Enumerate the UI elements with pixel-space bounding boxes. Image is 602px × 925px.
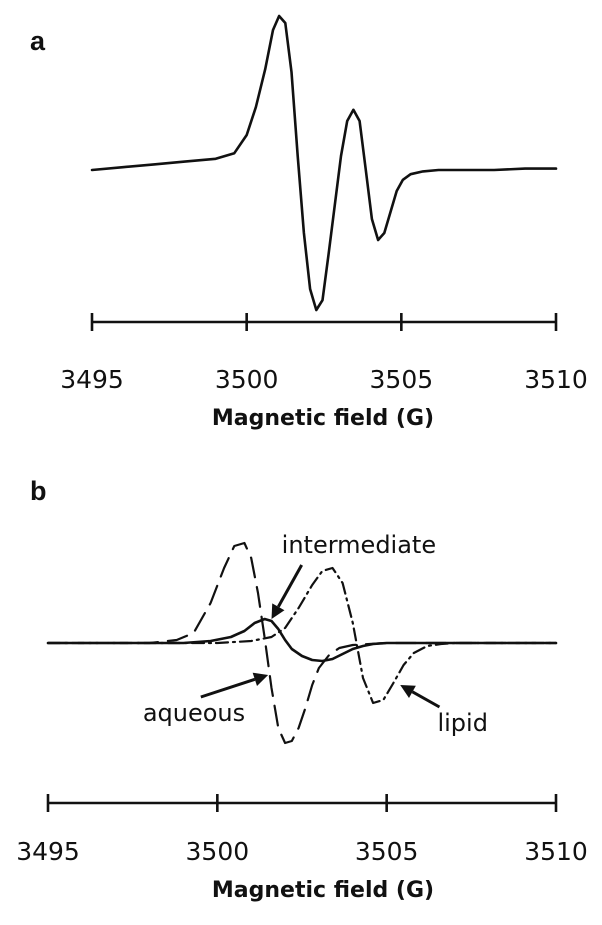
panel-a-x-axis: 3495 3500 3505 3510 (60, 313, 588, 394)
panel-a-label: a (30, 26, 46, 56)
panel-b-x-axis: 3495 3500 3505 3510 (16, 794, 588, 866)
panel-a-x-tick-label: 3495 (60, 365, 124, 394)
panel-b-x-tick-label: 3505 (355, 837, 419, 866)
panel-a-x-tick-label: 3505 (370, 365, 434, 394)
annotation-aqueous: aqueous (143, 699, 245, 727)
annotation-arrow-intermediate (277, 564, 303, 608)
panel-a-x-tick-label: 3500 (215, 365, 279, 394)
panel-b-series-dashed (46, 541, 558, 745)
panel-b-annotations: intermediate aqueous lipid (143, 531, 488, 737)
panel-b-x-axis-title: Magnetic field (G) (212, 878, 434, 903)
panel-b-series-dash-dot-2 (46, 566, 558, 705)
annotation-arrowhead-lipid (400, 685, 416, 698)
panel-b-plot (46, 541, 558, 745)
panel-b-x-tick-label: 3500 (186, 837, 250, 866)
panel-a-x-axis-title: Magnetic field (G) (212, 406, 434, 431)
panel-b-x-tick-label: 3495 (16, 837, 80, 866)
panel-a-x-tick-label: 3510 (524, 365, 588, 394)
annotation-arrowhead-aqueous (252, 672, 269, 687)
annotation-arrowhead-intermediate (271, 603, 285, 619)
annotation-arrow-lipid (411, 690, 441, 709)
panel-b-label: b (30, 476, 47, 506)
panel-b-x-tick-label: 3510 (524, 837, 588, 866)
panel-a-series-solid (90, 14, 558, 312)
annotation-arrow-aqueous (200, 677, 256, 699)
panel-b-series-solid-1 (46, 617, 558, 663)
annotation-intermediate: intermediate (282, 531, 436, 559)
annotation-lipid: lipid (437, 709, 487, 737)
panel-a-plot (90, 14, 558, 312)
